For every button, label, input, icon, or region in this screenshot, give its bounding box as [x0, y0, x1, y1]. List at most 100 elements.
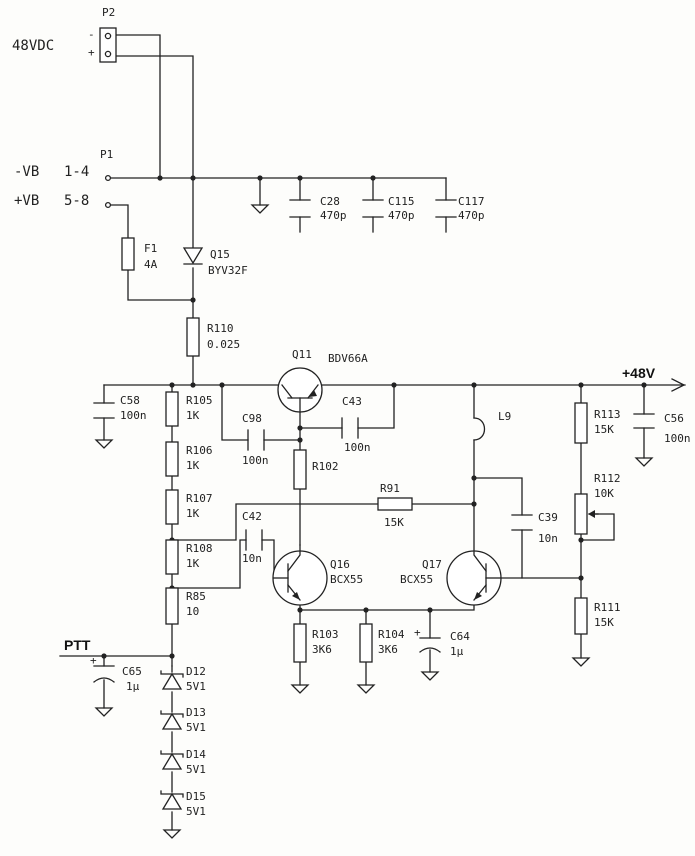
zener-d15: D15 5V1 — [160, 790, 206, 818]
c58-value: 100n — [120, 409, 147, 422]
zener-d14: D14 5V1 — [160, 748, 206, 776]
p1-neg-pins: 1-4 — [64, 164, 89, 180]
zener-d12: D12 5V1 — [160, 665, 206, 693]
transistor-q11: Q11 BDV66A — [277, 348, 368, 413]
r110-ref: R110 — [207, 322, 234, 335]
c65-ref: C65 — [122, 665, 142, 678]
r113-ref: R113 — [594, 408, 621, 421]
c43-value: 100n — [344, 441, 371, 454]
net-label-ptt: PTT — [64, 637, 91, 653]
resistor-r104: R104 3K6 — [359, 623, 405, 663]
c115-value: 470p — [388, 209, 415, 222]
r104-ref: R104 — [378, 628, 405, 641]
capacitor-c28: C28 470p — [289, 195, 347, 222]
resistor-r105: R105 1K — [165, 391, 213, 427]
net-label-48v: +48V — [622, 365, 656, 381]
r91-ref: R91 — [380, 482, 400, 495]
capacitor-c43: C43 100n — [341, 395, 371, 454]
capacitor-c39: C39 10n — [511, 511, 558, 545]
resistor-r108: R108 1K — [165, 539, 213, 575]
connector-p2: P2 48VDC - + — [12, 6, 117, 63]
ground-symbols — [94, 204, 654, 839]
transistor-q17: Q17 BCX55 — [400, 550, 502, 606]
q16-value: BCX55 — [330, 573, 363, 586]
d12-ref: D12 — [186, 665, 206, 678]
c64-plus: + — [414, 626, 421, 639]
c28-value: 470p — [320, 209, 347, 222]
q17-ref: Q17 — [422, 558, 442, 571]
resistor-r111: R111 15K — [574, 597, 621, 635]
capacitor-c65: + C65 1µ — [90, 654, 142, 693]
resistor-r113: R113 15K — [574, 402, 621, 444]
p2-plus: + — [88, 46, 95, 59]
r103-ref: R103 — [312, 628, 339, 641]
q15-ref: Q15 — [210, 248, 230, 261]
resistor-r107: R107 1K — [165, 489, 213, 525]
transistor-q16: Q16 BCX55 — [272, 544, 363, 606]
d14-ref: D14 — [186, 748, 206, 761]
d13-ref: D13 — [186, 706, 206, 719]
r106-ref: R106 — [186, 444, 213, 457]
c64-value: 1µ — [450, 645, 464, 658]
r112-ref: R112 — [594, 472, 621, 485]
capacitor-c56: C56 100n — [633, 412, 691, 445]
c117-ref: C117 — [458, 195, 485, 208]
p1-neg-label: -VB — [14, 164, 39, 180]
d15-ref: D15 — [186, 790, 206, 803]
resistor-r110: R110 0.025 — [186, 317, 240, 357]
wires — [59, 34, 686, 831]
resistor-r91: R91 15K — [377, 482, 413, 529]
capacitor-c64: + C64 1µ — [414, 626, 470, 658]
inductor-l9: L9 — [473, 410, 511, 441]
l9-ref: L9 — [498, 410, 511, 423]
c58-ref: C58 — [120, 394, 140, 407]
r85-value: 10 — [186, 605, 199, 618]
fuse-f1: F1 4A — [121, 237, 158, 271]
r106-value: 1K — [186, 459, 200, 472]
r110-value: 0.025 — [207, 338, 240, 351]
r103-value: 3K6 — [312, 643, 332, 656]
r113-value: 15K — [594, 423, 614, 436]
resistor-r102: R102 — [293, 449, 339, 490]
capacitor-c115: C115 470p — [362, 195, 415, 222]
c98-value: 100n — [242, 454, 269, 467]
p2-label: 48VDC — [12, 38, 54, 54]
c65-plus: + — [90, 654, 97, 667]
zener-d13: D13 5V1 — [160, 706, 206, 734]
p2-minus: - — [88, 28, 95, 41]
q11-value: BDV66A — [328, 352, 368, 365]
connector-p1: P1 -VB 1-4 +VB 5-8 — [14, 148, 113, 209]
r105-value: 1K — [186, 409, 200, 422]
output-arrow — [671, 378, 686, 392]
potentiometer-r112: R112 10K — [574, 472, 621, 535]
resistor-r106: R106 1K — [165, 441, 213, 477]
r85-ref: R85 — [186, 590, 206, 603]
r104-value: 3K6 — [378, 643, 398, 656]
c56-ref: C56 — [664, 412, 684, 425]
q11-ref: Q11 — [292, 348, 312, 361]
d15-value: 5V1 — [186, 805, 206, 818]
capacitor-c42: C42 10n — [242, 510, 263, 565]
p1-ref: P1 — [100, 148, 113, 161]
p1-pos-label: +VB — [14, 193, 39, 209]
c117-value: 470p — [458, 209, 485, 222]
c64-ref: C64 — [450, 630, 470, 643]
diode-q15: Q15 BYV32F — [182, 247, 248, 277]
capacitor-c58: C58 100n — [93, 394, 147, 422]
junction-dots — [101, 175, 647, 659]
c98-ref: C98 — [242, 412, 262, 425]
d12-value: 5V1 — [186, 680, 206, 693]
c65-value: 1µ — [126, 680, 140, 693]
q16-ref: Q16 — [330, 558, 350, 571]
r105-ref: R105 — [186, 394, 213, 407]
c56-value: 100n — [664, 432, 691, 445]
r107-ref: R107 — [186, 492, 213, 505]
r102-ref: R102 — [312, 460, 339, 473]
c42-value: 10n — [242, 552, 262, 565]
c43-ref: C43 — [342, 395, 362, 408]
c39-ref: C39 — [538, 511, 558, 524]
c39-value: 10n — [538, 532, 558, 545]
c42-ref: C42 — [242, 510, 262, 523]
p2-ref: P2 — [102, 6, 115, 19]
